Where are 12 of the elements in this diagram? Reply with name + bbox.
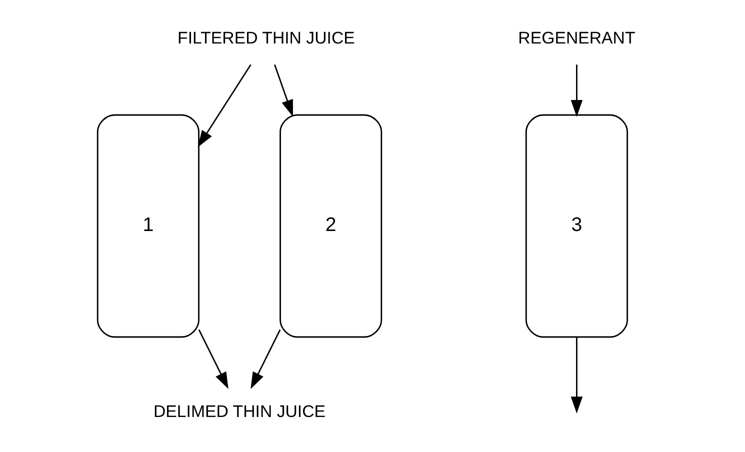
node-text: FILTERED THIN JUICE (177, 28, 354, 48)
node-box: 2 (279, 114, 382, 338)
node-box: 1 (96, 114, 199, 338)
arrow (197, 64, 251, 148)
arrow (274, 64, 292, 117)
node-text: DELIMED THIN JUICE (152, 402, 326, 422)
arrow (570, 64, 582, 117)
arrow (198, 329, 228, 390)
node-box: 3 (524, 114, 628, 338)
arrow (250, 329, 280, 390)
arrow (570, 337, 582, 414)
node-text: REGENERANT (518, 28, 635, 48)
